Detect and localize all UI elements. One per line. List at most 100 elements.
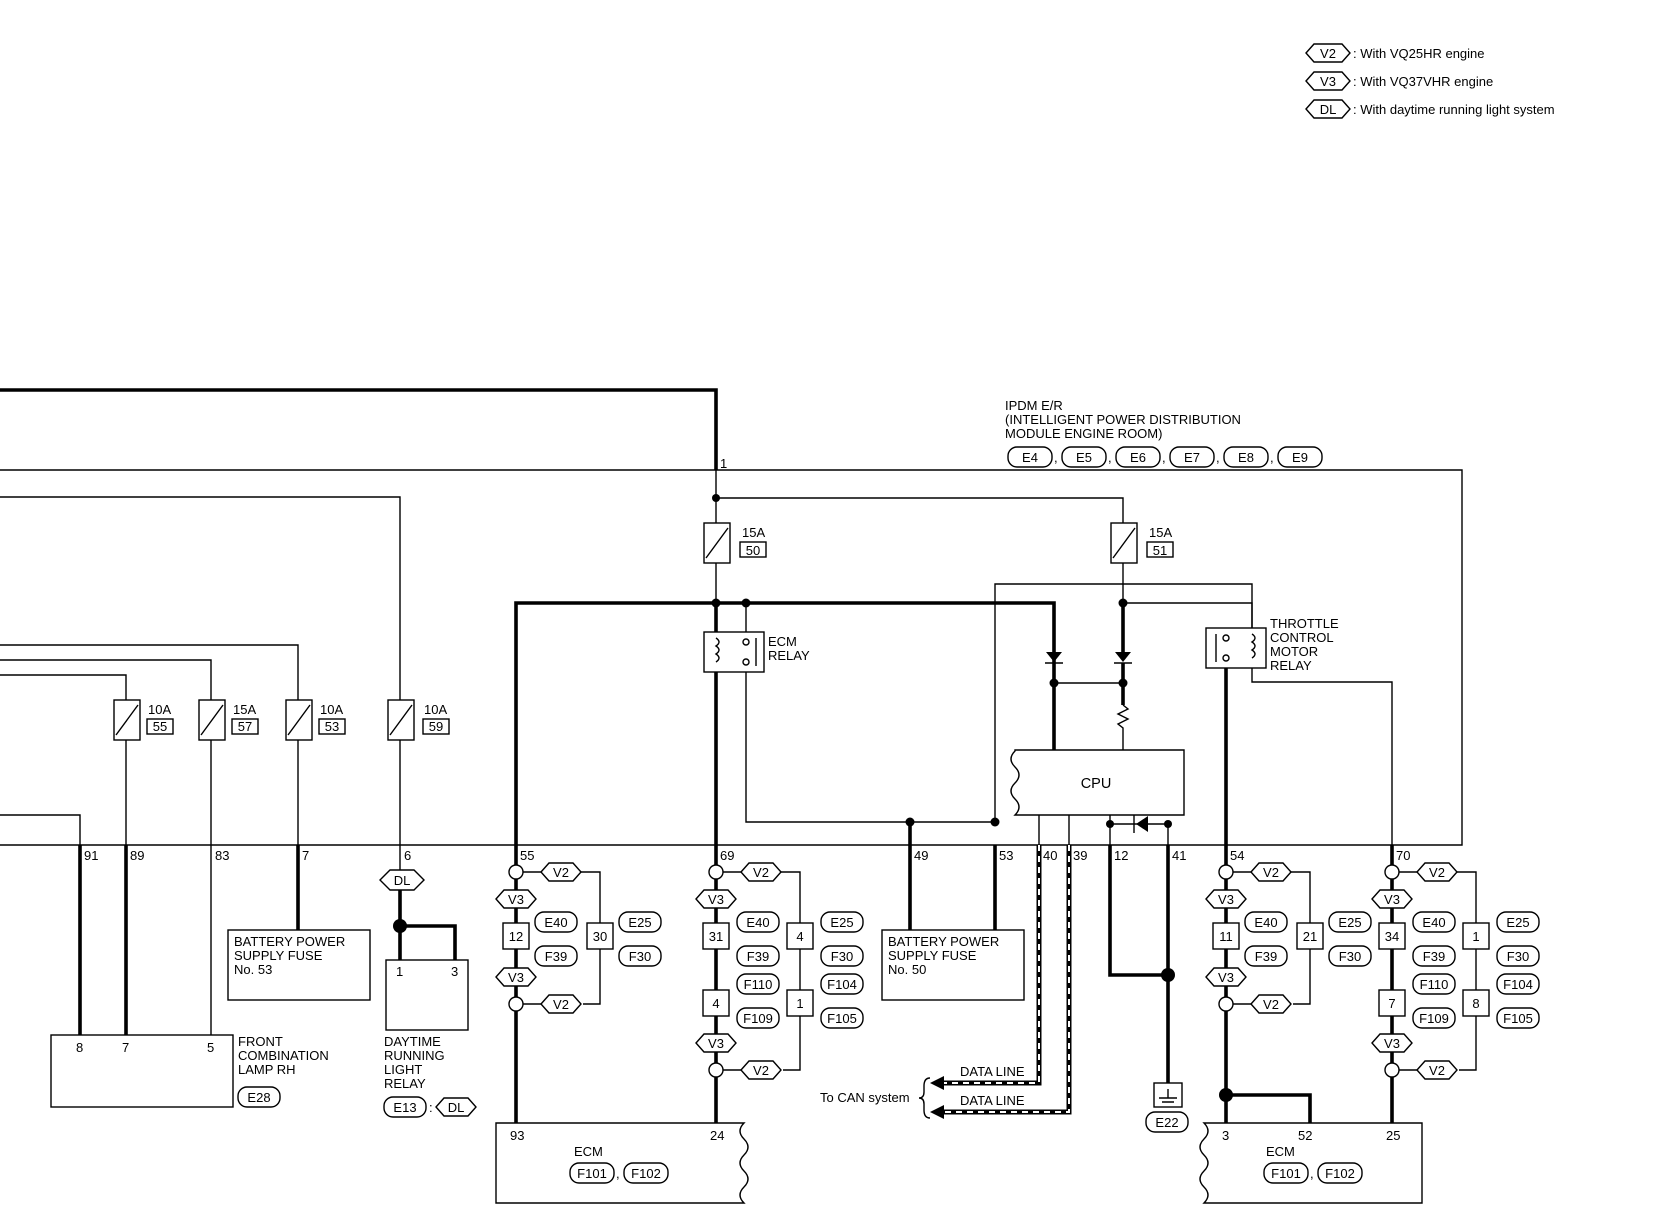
connector-label: E28	[247, 1090, 270, 1105]
ipdm-internal-wiring: 15A 50 15A 51 ECM RELAY	[514, 470, 1393, 845]
v2-badge: V2	[553, 865, 569, 880]
component-label: RUNNING	[384, 1048, 445, 1063]
relay-label: RELAY	[1270, 658, 1312, 673]
pin-label: 34	[1385, 929, 1399, 944]
fuse-rating: 10A	[424, 702, 447, 717]
connector-label: E4	[1022, 450, 1038, 465]
v2-badge: V2	[753, 865, 769, 880]
v3-badge: V3	[1218, 892, 1234, 907]
component-label: COMBINATION	[238, 1048, 329, 1063]
v3-badge: V3	[708, 892, 724, 907]
pin-label: 25	[1386, 1128, 1400, 1143]
pin-label: 52	[1298, 1128, 1312, 1143]
connector-label: E25	[1338, 915, 1361, 930]
ipdm-connectors: E4 , E5 , E6 , E7 , E8 , E9	[1007, 446, 1323, 468]
connector-label: E9	[1292, 450, 1308, 465]
pin-label: 24	[710, 1128, 724, 1143]
connector-label: F39	[747, 949, 769, 964]
pin-label: 12	[509, 929, 523, 944]
connector-label: E6	[1130, 450, 1146, 465]
v2-badge: V2	[753, 1063, 769, 1078]
component-label: ECM	[574, 1144, 603, 1159]
harness-group-4: V2 V3 34 E40 F39 F110 7 F109 1 E25 F30 F…	[1371, 845, 1540, 1123]
component-label: BATTERY POWER	[888, 934, 999, 949]
connector-label: F101	[1271, 1166, 1301, 1181]
ipdm-module: 1 IPDM E/R (INTELLIGENT POWER DISTRIBUTI…	[0, 388, 1463, 846]
fuse-59: 10A 59	[387, 699, 450, 741]
pin-label: 21	[1303, 929, 1317, 944]
data-line-label: DATA LINE	[960, 1064, 1025, 1079]
connector-label: E13	[393, 1100, 416, 1115]
connector-label: F105	[1503, 1011, 1533, 1026]
condition-badge: DL	[394, 873, 411, 888]
pin-label: 7	[302, 848, 309, 863]
relay-label: MOTOR	[1270, 644, 1318, 659]
connector-label: E8	[1238, 450, 1254, 465]
legend-text: : With VQ25HR engine	[1353, 46, 1485, 61]
connector-label: F30	[629, 949, 651, 964]
fuse-57: 15A 57	[198, 699, 259, 741]
connector-label: E25	[830, 915, 853, 930]
fuse-number: 57	[238, 719, 252, 734]
component-label: LAMP RH	[238, 1062, 296, 1077]
pin-label: 1	[796, 996, 803, 1011]
connector-label: F39	[1255, 949, 1277, 964]
legend-row: V2 : With VQ25HR engine	[1305, 43, 1485, 63]
component-label: ECM	[1266, 1144, 1295, 1159]
daytime-running-light-relay: DL 1 3 DAYTIME RUNNING LIGHT RELAY E13 :…	[379, 845, 477, 1118]
pin-label: 5	[207, 1040, 214, 1055]
connector-label: F101	[577, 1166, 607, 1181]
can-system-label: To CAN system	[820, 1090, 910, 1105]
fuse-number: 59	[429, 719, 443, 734]
v3-badge: V3	[708, 1036, 724, 1051]
throttle-relay: THROTTLE CONTROL MOTOR RELAY	[1205, 616, 1339, 673]
connector-label: F110	[1420, 977, 1449, 992]
pin-label: 8	[76, 1040, 83, 1055]
svg-text::: :	[429, 1100, 433, 1115]
ipdm-title: IPDM E/R	[1005, 398, 1063, 413]
connector-label: E7	[1184, 450, 1200, 465]
connector-label: F102	[1325, 1166, 1355, 1181]
component-label: BATTERY POWER	[234, 934, 345, 949]
can-data-lines: DATA LINE DATA LINE To CAN system	[820, 845, 1072, 1119]
connector-label: F104	[827, 977, 857, 992]
v3-badge: V3	[1384, 1036, 1400, 1051]
relay-label: CONTROL	[1270, 630, 1334, 645]
pin-label: 53	[999, 848, 1013, 863]
legend-code: V2	[1320, 46, 1336, 61]
connector-label: F30	[1339, 949, 1361, 964]
pin-label: 7	[122, 1040, 129, 1055]
legend: V2 : With VQ25HR engine V3 : With VQ37VH…	[1305, 43, 1555, 119]
pin-label: 93	[510, 1128, 524, 1143]
component-label: No. 53	[234, 962, 272, 977]
pin-label: 89	[130, 848, 144, 863]
pin-label: 39	[1073, 848, 1087, 863]
connector-label: F104	[1503, 977, 1533, 992]
ecm-right-block: 3 52 25 ECM F101 , F102	[1199, 1122, 1423, 1204]
pin-label: 91	[84, 848, 98, 863]
pin-label: 1	[396, 964, 403, 979]
connector-label: E25	[628, 915, 651, 930]
legend-row: DL : With daytime running light system	[1305, 99, 1555, 119]
svg-text:,: ,	[616, 1166, 620, 1181]
data-line-label: DATA LINE	[960, 1093, 1025, 1108]
fuse-number: 51	[1153, 543, 1167, 558]
fuse-55: 10A 55	[113, 699, 174, 741]
pin-label: 3	[1222, 1128, 1229, 1143]
connector-label: F30	[831, 949, 853, 964]
connector-label: E25	[1506, 915, 1529, 930]
pin-label: 30	[593, 929, 607, 944]
ipdm-input-pin: 1	[720, 456, 727, 471]
component-label: No. 50	[888, 962, 926, 977]
legend-row: V3 : With VQ37VHR engine	[1305, 71, 1493, 91]
ipdm-title: MODULE ENGINE ROOM)	[1005, 426, 1162, 441]
pin-label: 54	[1230, 848, 1244, 863]
fuse-number: 50	[746, 543, 760, 558]
pin-label: 1	[1472, 929, 1479, 944]
connector-label: E22	[1155, 1115, 1178, 1130]
pin-label: 31	[709, 929, 723, 944]
pin-label: 4	[796, 929, 803, 944]
pin-label: 3	[451, 964, 458, 979]
ground-circuit: E22	[1108, 845, 1189, 1133]
